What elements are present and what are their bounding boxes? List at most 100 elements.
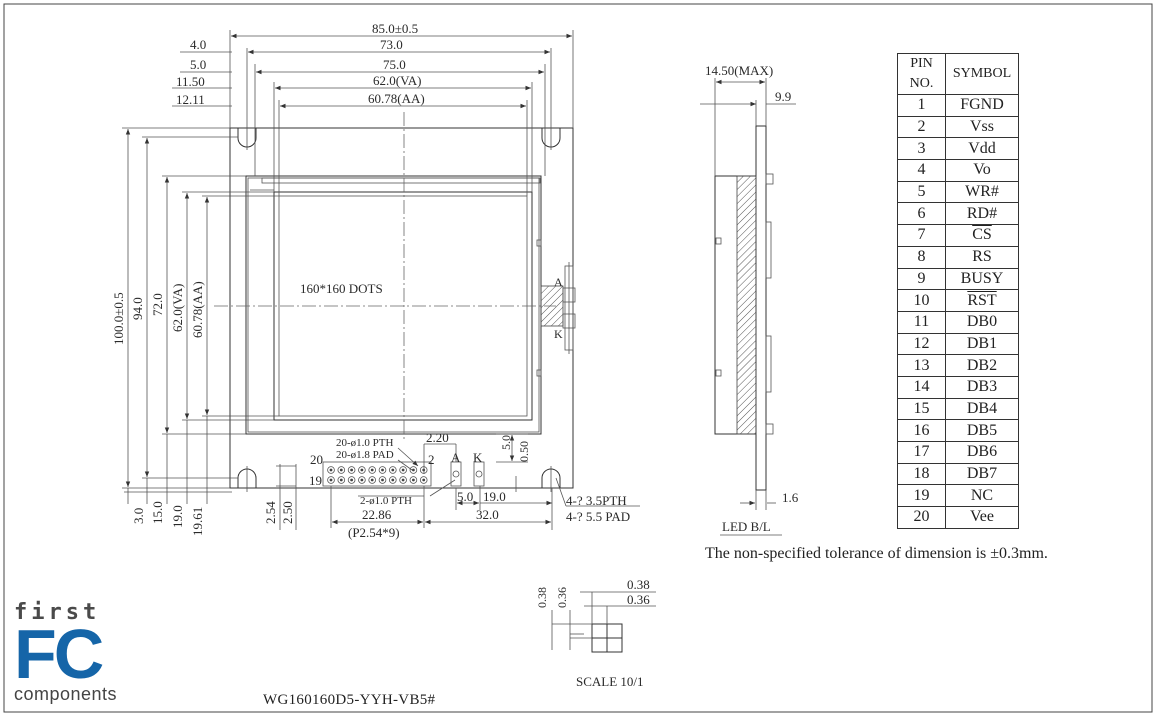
dim-19-horiz: 19.0	[483, 489, 506, 504]
pin-hole-center	[370, 468, 374, 472]
pitch-label: (P2.54*9)	[348, 525, 400, 540]
pin-symbol: DB4	[945, 397, 1019, 421]
backlight-k-label: K	[554, 327, 563, 341]
pin-hole-center	[360, 478, 364, 482]
pin-number: 2	[897, 115, 946, 139]
pin-hole	[378, 466, 387, 474]
pin-hole	[337, 476, 346, 484]
pin-symbol-text: CS	[972, 226, 992, 244]
front-view: 160*160 DOTS A K 85.0±0.5 7	[111, 21, 640, 540]
pin-symbol: DB7	[945, 462, 1019, 486]
pin-table-header: PIN NO. SYMBOL	[897, 53, 1019, 95]
dim-62-va-top: 62.0(VA)	[373, 73, 422, 88]
bottom-dimensions: 20-ø1.0 PTH 20-ø1.8 PAD 2.20 5.0 0.50 20…	[263, 430, 640, 540]
dim-9-9: 9.9	[775, 89, 791, 104]
pin-20-label: 20	[310, 452, 323, 467]
pin-symbol-text: Vdd	[968, 139, 996, 157]
pin-symbol-text: Vee	[970, 508, 994, 526]
pin-hole-center	[370, 478, 374, 482]
pin-symbol-text: NC	[970, 486, 994, 504]
tolerance-note: The non-specified tolerance of dimension…	[705, 545, 1048, 562]
pin-hole	[358, 466, 366, 474]
dim-32: 32.0	[476, 507, 499, 522]
backlight-pin-hole	[452, 470, 460, 478]
pin-hole	[419, 476, 428, 484]
pin-symbol: BUSY	[945, 267, 1019, 291]
detail-v-0-36: 0.36	[555, 587, 569, 608]
pin-number: 16	[897, 419, 946, 442]
pad-4-label: 4-? 5.5 PAD	[566, 509, 630, 524]
pin-symbol: DB2	[945, 354, 1019, 377]
dim-73: 73.0	[380, 37, 403, 52]
pin-hole-center	[350, 468, 353, 472]
model-number: WG160160D5-YYH-VB5#	[263, 692, 436, 708]
side-view: 14.50(MAX) 9.9 1.6 LED B/L	[700, 63, 799, 536]
dim-15: 15.0	[150, 501, 165, 524]
pin-19-label: 19	[309, 473, 322, 488]
backlight-a-label: A	[554, 275, 563, 289]
pin-hole-center	[381, 468, 384, 472]
pin-symbol-text: WR#	[965, 183, 999, 201]
pin-hole	[378, 476, 387, 484]
pin-hole-center	[391, 478, 395, 482]
scale-label: SCALE 10/1	[576, 674, 644, 689]
pin-symbol: RST	[945, 289, 1019, 312]
dim-19-61: 19.61	[190, 507, 205, 536]
logo-first-text: first	[14, 600, 101, 625]
side-pcb	[755, 125, 767, 491]
pin-symbol-text: DB2	[966, 356, 998, 374]
pin-hole	[347, 476, 356, 484]
pin-symbol: CS	[945, 224, 1019, 247]
pin-hole-center	[329, 468, 333, 472]
pin-symbol-text: FGND	[960, 96, 1004, 114]
dim-1-6: 1.6	[782, 490, 799, 505]
pin-symbol: DB0	[945, 310, 1019, 334]
pin-symbol-text: RS	[972, 248, 992, 266]
mounting-holes	[237, 124, 561, 492]
pth-4-label: 4-? 3.5PTH	[566, 493, 627, 508]
dim-2-50: 2.50	[280, 501, 295, 524]
dim-75: 75.0	[383, 57, 406, 72]
pad-detail: 0.38 0.36 0.38 0.36 SCALE 10/1	[535, 577, 656, 689]
pin-hole-center	[339, 478, 343, 482]
pth-20-label: 20-ø1.0 PTH	[336, 437, 394, 449]
pin-row: 18 DB7	[897, 462, 1019, 486]
pin-hole	[368, 476, 377, 484]
pin-header	[322, 461, 485, 487]
pin-symbol: RS	[945, 245, 1019, 269]
dots-label: 160*160 DOTS	[300, 281, 383, 296]
dim-2-20: 2.20	[426, 430, 449, 445]
pin-symbol: Vee	[945, 506, 1019, 529]
detail-v-0-38: 0.38	[535, 587, 549, 608]
dim-60-78-aa-left: 60.78(AA)	[190, 281, 205, 338]
dim-4: 4.0	[190, 37, 206, 52]
pin-2-label: 2	[428, 452, 435, 467]
pin-number: 5	[897, 180, 946, 204]
backlight-connector: A K	[540, 262, 576, 354]
pin-symbol-text: RST	[967, 291, 997, 309]
pin-symbol: FGND	[945, 94, 1019, 117]
pin-hole-center	[401, 468, 405, 472]
pin-row: 5 WR#	[897, 180, 1019, 204]
pin-symbol: RD#	[945, 202, 1019, 226]
pin-number: 7	[897, 224, 946, 247]
pin-hole	[347, 466, 356, 474]
pin-hole	[358, 476, 366, 484]
pin-hole	[409, 476, 418, 484]
dim-11-50: 11.50	[176, 74, 205, 89]
pin-symbol-text: DB7	[966, 465, 998, 483]
pin-number: 18	[897, 462, 946, 486]
pin-symbol-text: Vo	[973, 161, 991, 179]
dim-5: 5.0	[190, 57, 206, 72]
led-bl-label: LED B/L	[722, 519, 771, 534]
pth-2-label: 2-ø1.0 PTH	[360, 495, 412, 507]
